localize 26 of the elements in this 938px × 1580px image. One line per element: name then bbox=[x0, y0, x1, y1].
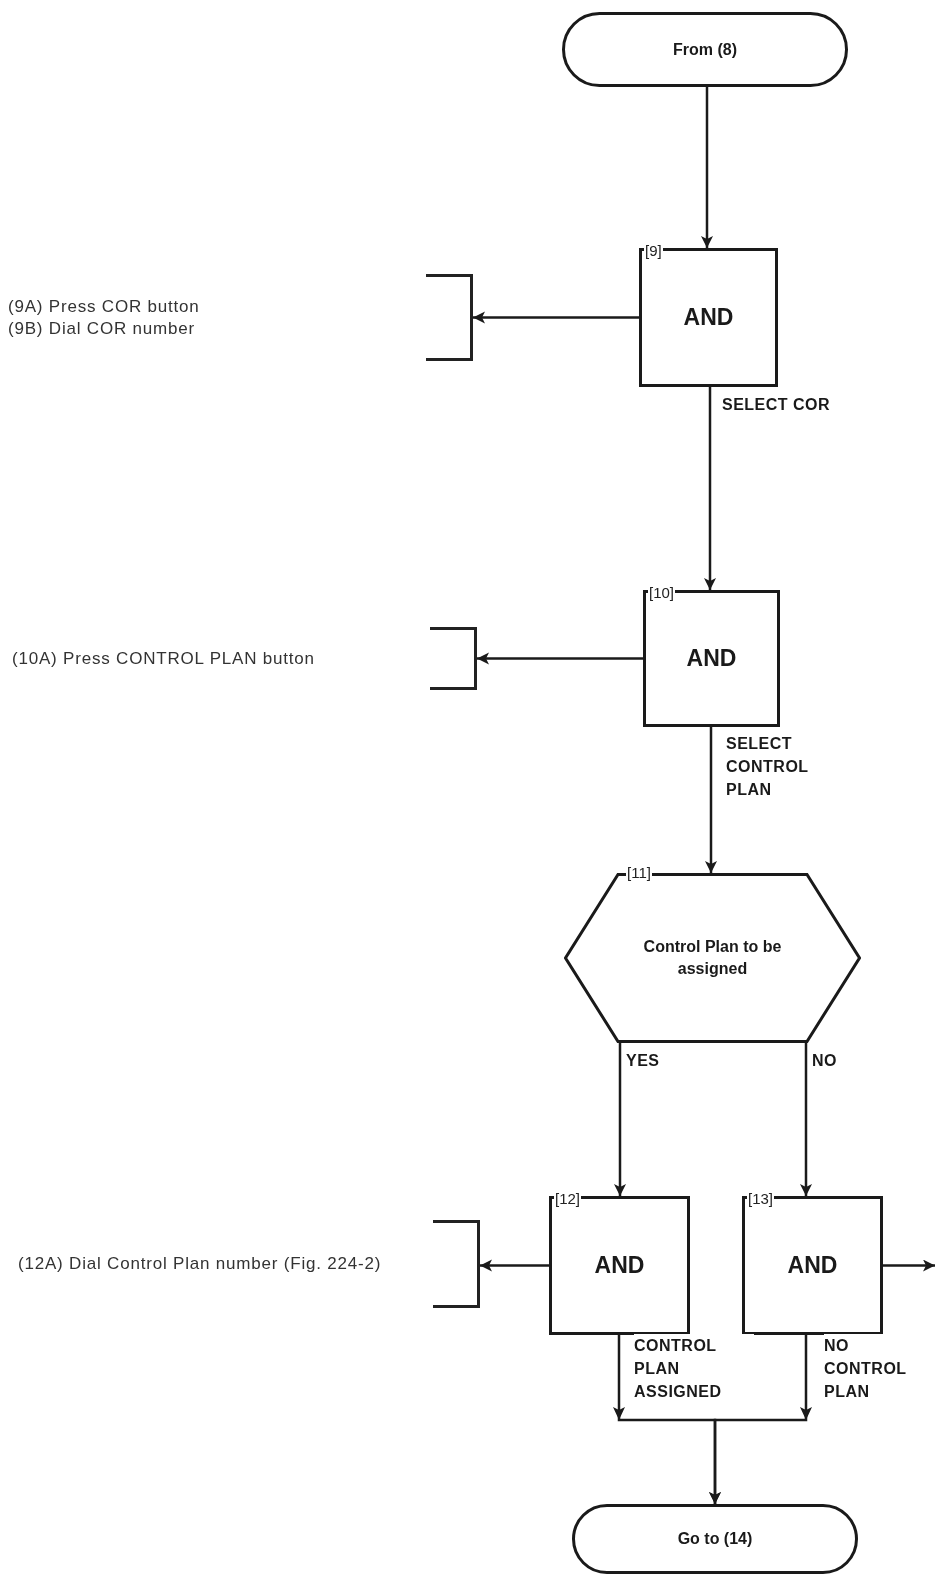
arrow bbox=[883, 1259, 935, 1272]
step-note: (10A) Press CONTROL PLAN button bbox=[12, 647, 316, 670]
arrow bbox=[800, 1043, 812, 1196]
arrow bbox=[480, 1259, 549, 1272]
step-number: [13] bbox=[747, 1191, 775, 1206]
arrow bbox=[614, 1043, 626, 1196]
arrow bbox=[705, 727, 717, 873]
arrow bbox=[701, 87, 713, 248]
step-number: [12] bbox=[554, 1191, 582, 1206]
step-note: (12A) Dial Control Plan number (Fig. 224-2) bbox=[18, 1253, 383, 1275]
node-text: AND bbox=[787, 1251, 838, 1281]
node-text: AND bbox=[686, 644, 737, 674]
node-text: From (8) bbox=[673, 39, 737, 60]
step-number: [9] bbox=[644, 243, 663, 258]
arrow bbox=[709, 1335, 812, 1504]
step-note: (9A) Press COR button bbox=[8, 295, 201, 318]
node-text: AND bbox=[683, 303, 734, 333]
arrow bbox=[704, 387, 716, 590]
step-note: (9B) Dial COR number bbox=[8, 317, 196, 340]
node-text: AND bbox=[594, 1251, 645, 1281]
node-text: Control Plan to be assigned bbox=[642, 937, 783, 979]
step-number: [11] bbox=[626, 865, 652, 880]
step-number: [10] bbox=[648, 585, 676, 600]
arrow bbox=[473, 311, 639, 324]
node-text: Go to (14) bbox=[677, 1529, 753, 1549]
arrow bbox=[477, 652, 643, 665]
